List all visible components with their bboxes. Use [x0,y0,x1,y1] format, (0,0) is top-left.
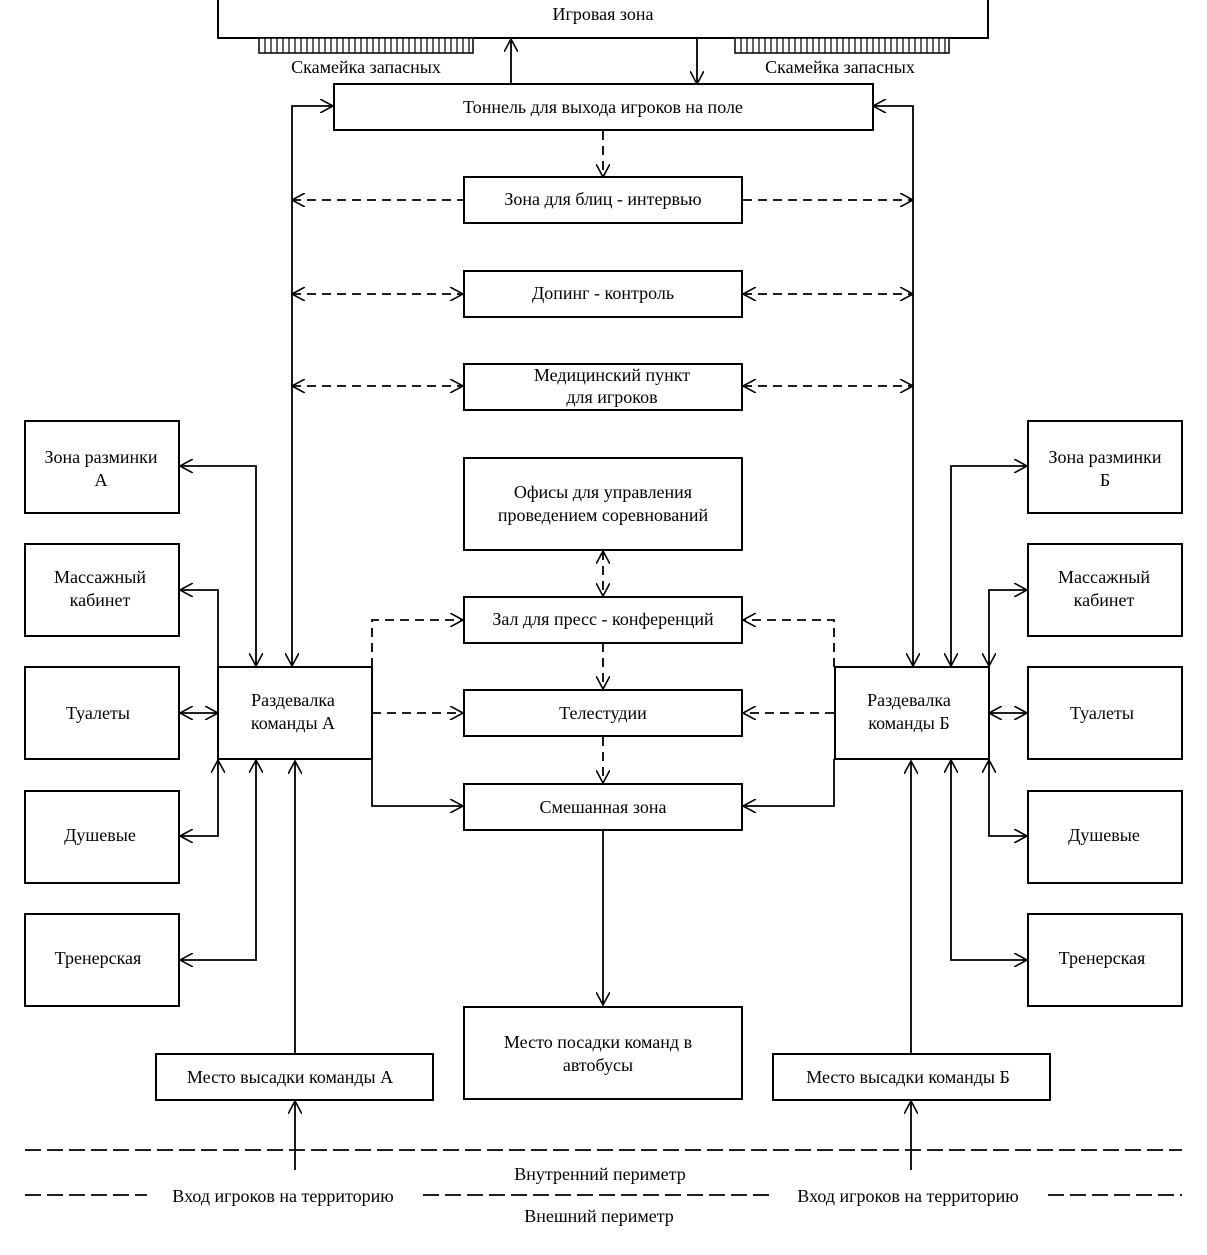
bus-boarding-box: Место посадки команд в автобусы [463,1006,743,1100]
arrow-locker-b-warmup [951,466,1027,666]
play-zone-label: Игровая зона [552,4,653,24]
massage-a-label-2: кабинет [70,590,131,610]
arrow-locker-b-coach [951,760,1027,960]
bench-left: Скамейка запасных [258,37,474,77]
dropoff-b-label: Место высадки команды Б [806,1067,1010,1087]
connectors [180,39,1027,1170]
arrow-locker-a-showers [180,760,218,836]
massage-a-label-1: Массажный [54,567,146,587]
showers-b-box: Душевые [1027,790,1183,884]
warmup-a-label-1: Зона разминки [44,447,157,467]
warmup-a-label-2: А [95,470,108,490]
arrow-locker-b-massage [989,590,1027,666]
locker-b-box: Раздевалка команды Б [834,666,990,760]
bus-boarding-label-1: Место посадки команд в [504,1032,692,1052]
locker-a-label-2: команды А [251,713,335,733]
offices-box: Офисы для управления проведением соревно… [463,457,743,551]
coach-b-label: Тренерская [1059,948,1146,968]
locker-b-label-2: команды Б [868,713,949,733]
toilets-b-box: Туалеты [1027,666,1183,760]
toilets-a-box: Туалеты [24,666,180,760]
toilets-a-label: Туалеты [66,703,130,723]
tunnel-box: Тоннель для выхода игроков на поле [333,83,874,131]
warmup-a-box: Зона разминки А [24,420,180,514]
medical-point-box: Медицинский пункт для игроков [463,363,743,411]
locker-b-label-1: Раздевалка [867,690,951,710]
arrow-locker-a-massage [180,590,219,666]
massage-b-label-1: Массажный [1058,567,1150,587]
coach-a-box: Тренерская [24,913,180,1007]
inner-perimeter-label: Внутренний периметр [514,1164,685,1184]
bus-boarding-label-2: автобусы [563,1055,633,1075]
bench-left-hatching [264,38,470,53]
massage-b-box: Массажный кабинет [1027,543,1183,637]
dropoff-a-box: Место высадки команды А [155,1053,434,1101]
tunnel-label: Тоннель для выхода игроков на поле [463,97,743,117]
tv-studios-label: Телестудии [559,703,647,723]
showers-a-box: Душевые [24,790,180,884]
medical-point-label-1: Медицинский пункт [534,365,690,385]
massage-b-label-2: кабинет [1074,590,1135,610]
press-hall-label: Зал для пресс - конференций [492,609,714,629]
showers-b-label: Душевые [1068,825,1140,845]
showers-a-label: Душевые [64,825,136,845]
outer-perimeter-label: Внешний периметр [524,1206,674,1226]
arrow-locker-a-mixed [371,759,463,806]
arrow-locker-b-mixed [743,759,835,806]
mixed-zone-box: Смешанная зона [463,783,743,831]
tv-studios-box: Телестудии [463,689,743,737]
entry-left-label: Вход игроков на территорию [172,1186,393,1206]
medical-point-label-2: для игроков [566,387,657,407]
entry-right-label: Вход игроков на территорию [797,1186,1018,1206]
warmup-b-box: Зона разминки Б [1027,420,1183,514]
arrow-locker-a-coach [180,760,256,960]
doping-control-box: Допинг - контроль [463,270,743,318]
mixed-zone-label: Смешанная зона [540,797,667,817]
arrow-locker-a-warmup [180,466,256,666]
coach-a-label: Тренерская [55,948,142,968]
massage-a-box: Массажный кабинет [24,543,180,637]
toilets-b-label: Туалеты [1070,703,1134,723]
warmup-b-label-2: Б [1100,470,1110,490]
press-hall-box: Зал для пресс - конференций [463,596,743,644]
locker-a-label-1: Раздевалка [251,690,335,710]
offices-label-2: проведением соревнований [498,505,709,525]
perimeter-lines: Внутренний периметр Вход игроков на терр… [25,1149,1182,1226]
play-zone: Игровая зона [217,0,989,39]
flash-interview-label: Зона для блиц - интервью [504,189,701,209]
bench-right: Скамейка запасных [734,37,950,77]
arrow-locker-b-tunnel [873,106,913,666]
doping-control-label: Допинг - контроль [532,283,674,303]
coach-b-box: Тренерская [1027,913,1183,1007]
bench-right-hatching [740,38,946,53]
dropoff-a-label: Место высадки команды А [187,1067,393,1087]
dropoff-b-box: Место высадки команды Б [772,1053,1051,1101]
arrow-locker-a-tunnel [292,106,333,666]
bench-left-label: Скамейка запасных [291,57,441,77]
arrow-locker-b-press [743,620,835,667]
offices-label-1: Офисы для управления [514,482,692,502]
warmup-b-label-1: Зона разминки [1048,447,1161,467]
arrow-locker-a-press [371,620,463,667]
bench-right-label: Скамейка запасных [765,57,915,77]
flash-interview-box: Зона для блиц - интервью [463,176,743,224]
locker-a-box: Раздевалка команды А [217,666,373,760]
arrow-locker-b-showers [989,760,1027,836]
